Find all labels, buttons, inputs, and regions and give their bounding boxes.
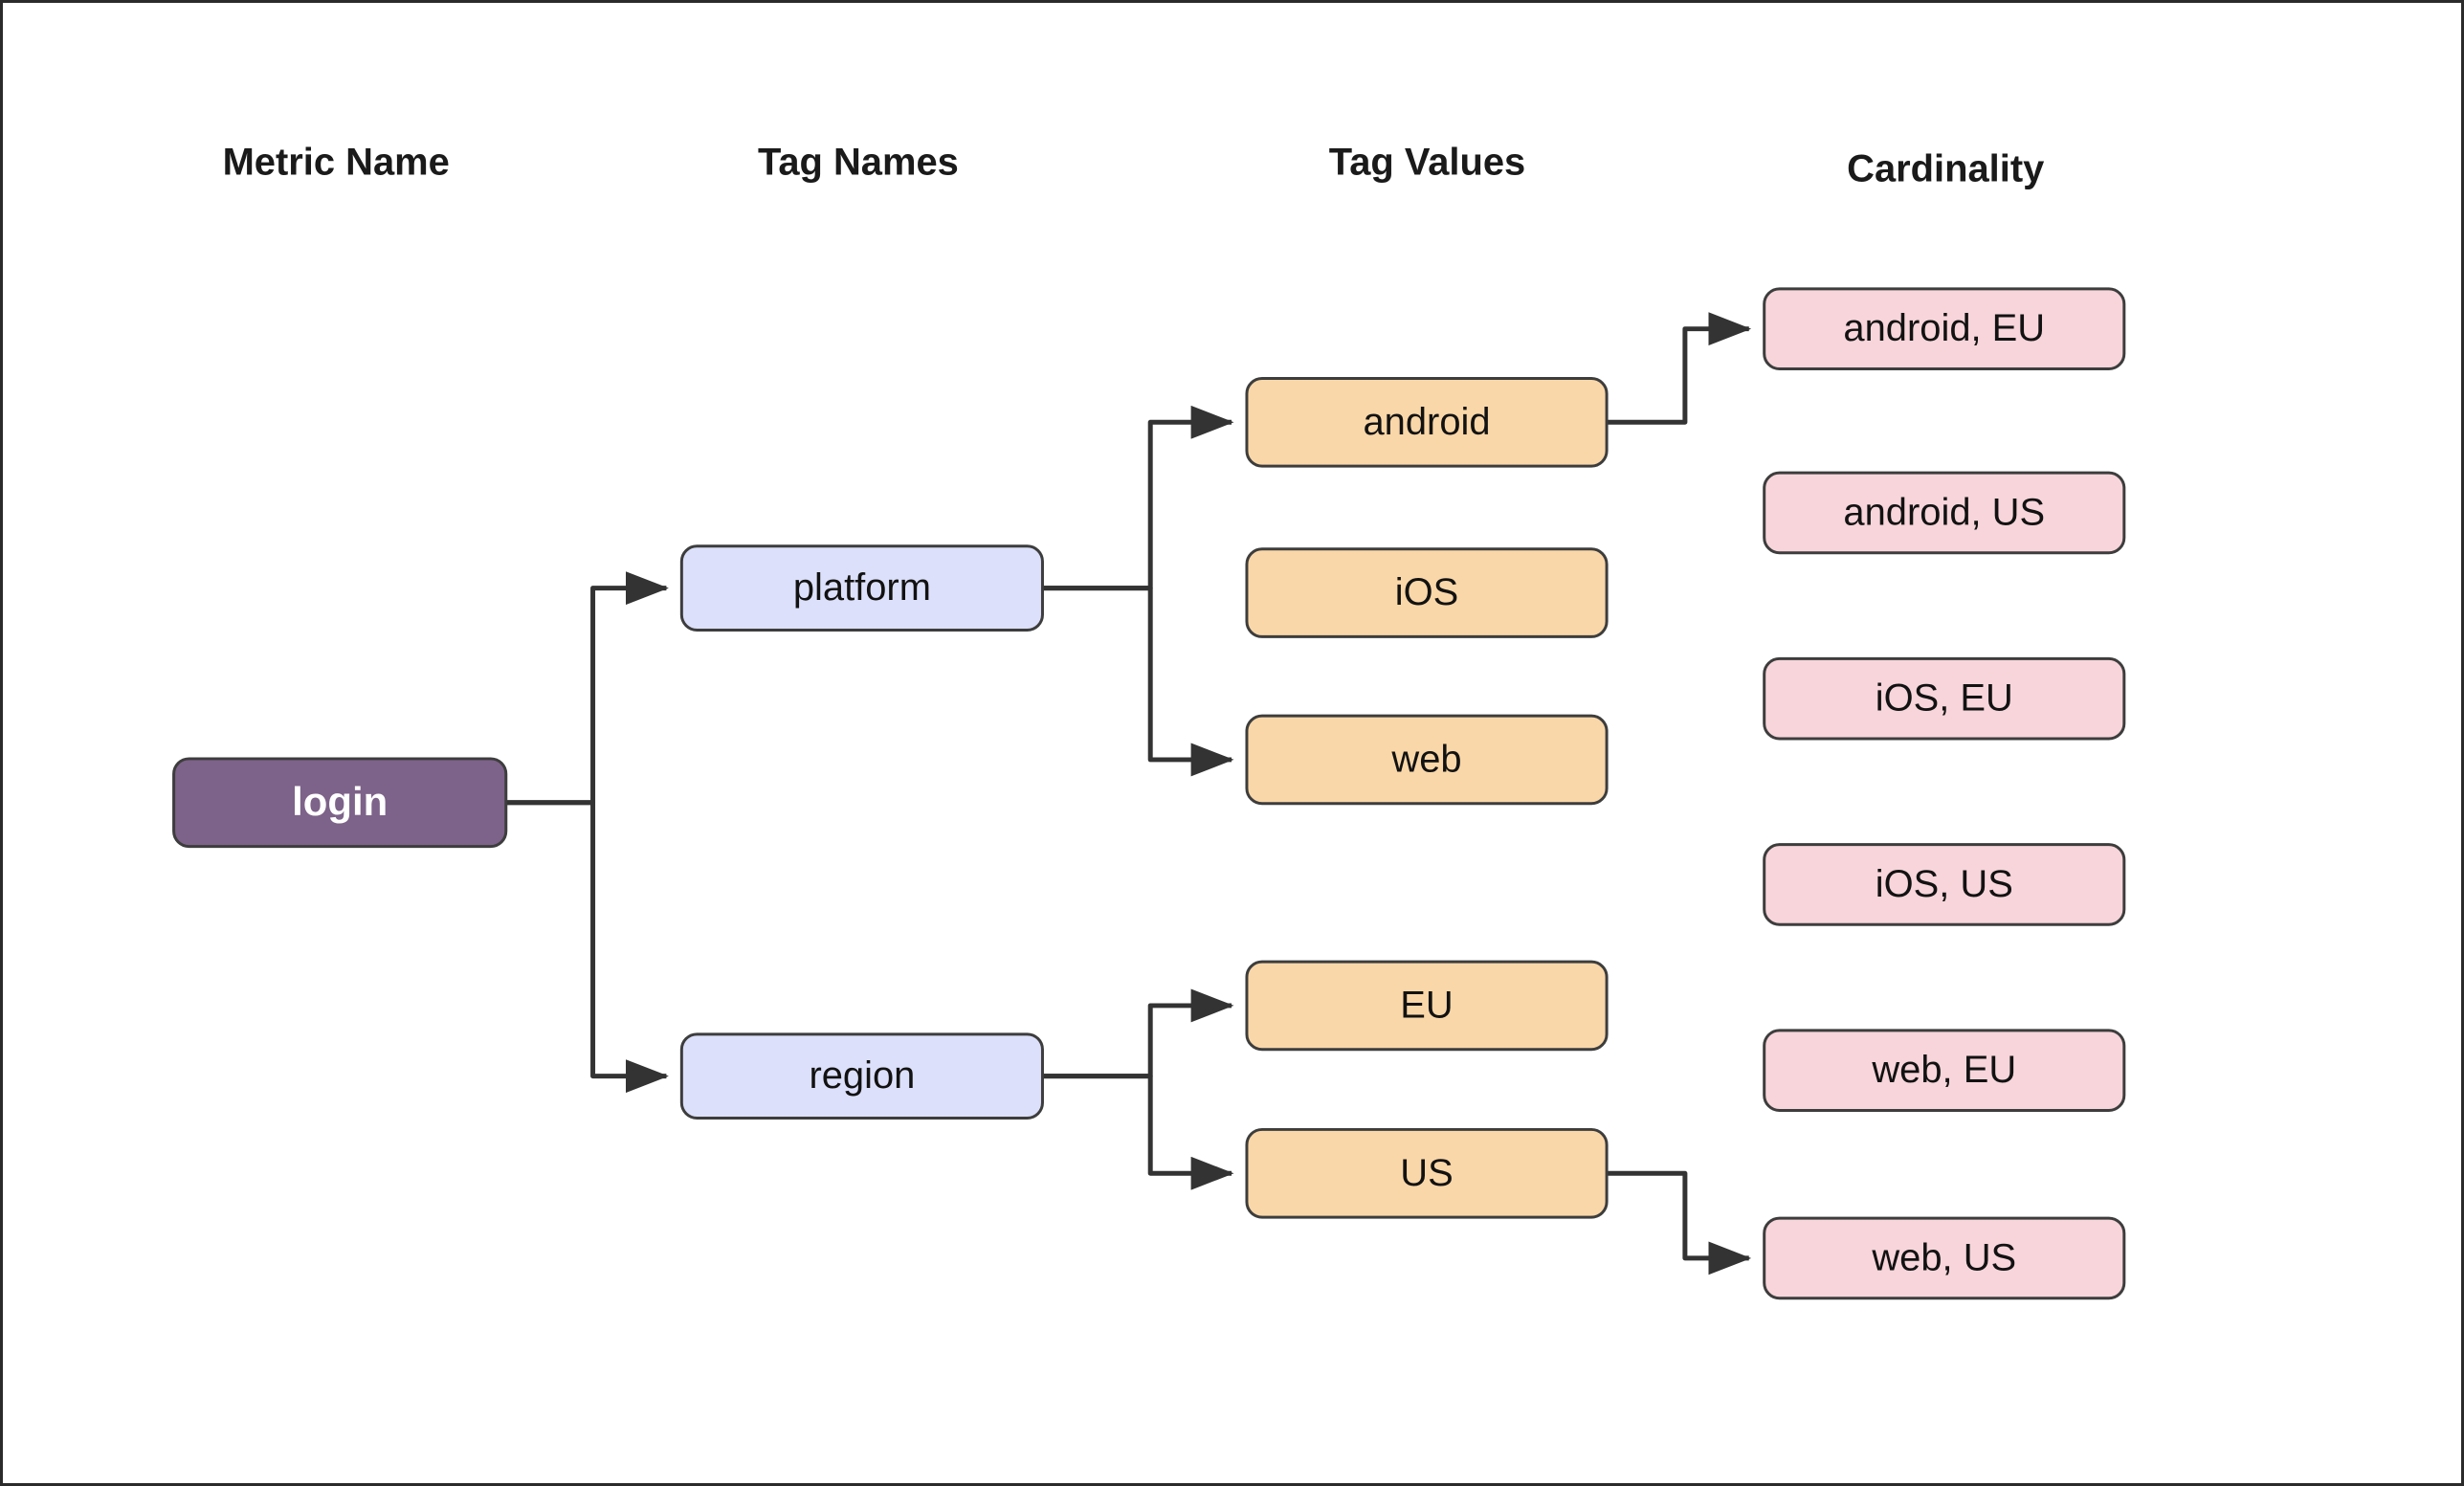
node-eu[interactable]: EU xyxy=(1245,960,1609,1052)
node-label-us: US xyxy=(1400,1152,1453,1194)
node-login[interactable]: login xyxy=(172,757,508,849)
column-header-cardinality: Cardinality xyxy=(1847,147,2044,189)
node-web-eu[interactable]: web, EU xyxy=(1763,1029,2126,1113)
node-box-eu[interactable] xyxy=(1245,960,1609,1052)
node-box-us[interactable] xyxy=(1245,1127,1609,1219)
node-label-ios-us: iOS, US xyxy=(1876,863,2013,905)
node-ios-eu[interactable]: iOS, EU xyxy=(1763,656,2126,741)
edge-login-region xyxy=(505,800,669,1094)
edge-platform-web xyxy=(1042,586,1234,777)
node-box-web[interactable] xyxy=(1245,714,1609,806)
node-web[interactable]: web xyxy=(1245,714,1609,806)
node-box-ios-us[interactable] xyxy=(1763,843,2126,926)
column-header-metric-name: Metric Name xyxy=(223,141,450,183)
node-platform[interactable]: platform xyxy=(679,544,1044,632)
node-box-web-us[interactable] xyxy=(1763,1216,2126,1300)
node-box-region[interactable] xyxy=(679,1032,1044,1120)
column-headers: Metric Name Tag Names Tag Values Cardinalit… xyxy=(223,141,2045,189)
column-header-tag-names: Tag Names xyxy=(758,141,959,183)
node-web-us[interactable]: web, US xyxy=(1763,1216,2126,1300)
column-header-tag-values: Tag Values xyxy=(1329,141,1525,183)
node-label-ios-eu: iOS, EU xyxy=(1876,677,2013,720)
edge-login-platform xyxy=(505,571,669,806)
node-region[interactable]: region xyxy=(679,1032,1044,1120)
node-ios[interactable]: iOS xyxy=(1245,547,1609,638)
edge-region-us xyxy=(1042,1074,1234,1190)
edge-platform-android xyxy=(1042,405,1234,591)
edge-region-eu xyxy=(1042,988,1234,1079)
node-label-android: android xyxy=(1363,401,1490,443)
node-android[interactable]: android xyxy=(1245,376,1609,468)
connector-edges xyxy=(505,312,1752,1275)
node-android-eu[interactable]: android, EU xyxy=(1763,287,2126,371)
node-box-ios[interactable] xyxy=(1245,547,1609,638)
node-box-ios-eu[interactable] xyxy=(1763,656,2126,741)
node-label-web-eu: web, EU xyxy=(1871,1049,2016,1091)
node-label-web-us: web, US xyxy=(1871,1236,2016,1278)
edge-us-web-us xyxy=(1607,1170,1752,1275)
node-label-login: login xyxy=(292,779,388,824)
node-box-android[interactable] xyxy=(1245,376,1609,468)
node-label-ios: iOS xyxy=(1395,571,1459,613)
node-ios-us[interactable]: iOS, US xyxy=(1763,843,2126,926)
node-us[interactable]: US xyxy=(1245,1127,1609,1219)
node-box-android-eu[interactable] xyxy=(1763,287,2126,371)
node-box-android-us[interactable] xyxy=(1763,471,2126,555)
node-box-platform[interactable] xyxy=(679,544,1044,632)
node-label-android-eu: android, EU xyxy=(1843,307,2045,349)
node-label-web: web xyxy=(1390,738,1461,780)
node-label-platform: platform xyxy=(793,566,931,609)
node-label-eu: EU xyxy=(1400,984,1453,1026)
node-box-login[interactable] xyxy=(172,757,508,849)
node-label-region: region xyxy=(809,1054,915,1097)
edge-android-android-eu xyxy=(1607,312,1752,425)
node-box-web-eu[interactable] xyxy=(1763,1029,2126,1113)
node-label-android-us: android, US xyxy=(1843,491,2045,533)
cardinality-tree-diagram: Metric Name Tag Names Tag Values Cardinalit… xyxy=(172,141,2126,1300)
node-android-us[interactable]: android, US xyxy=(1763,471,2126,555)
